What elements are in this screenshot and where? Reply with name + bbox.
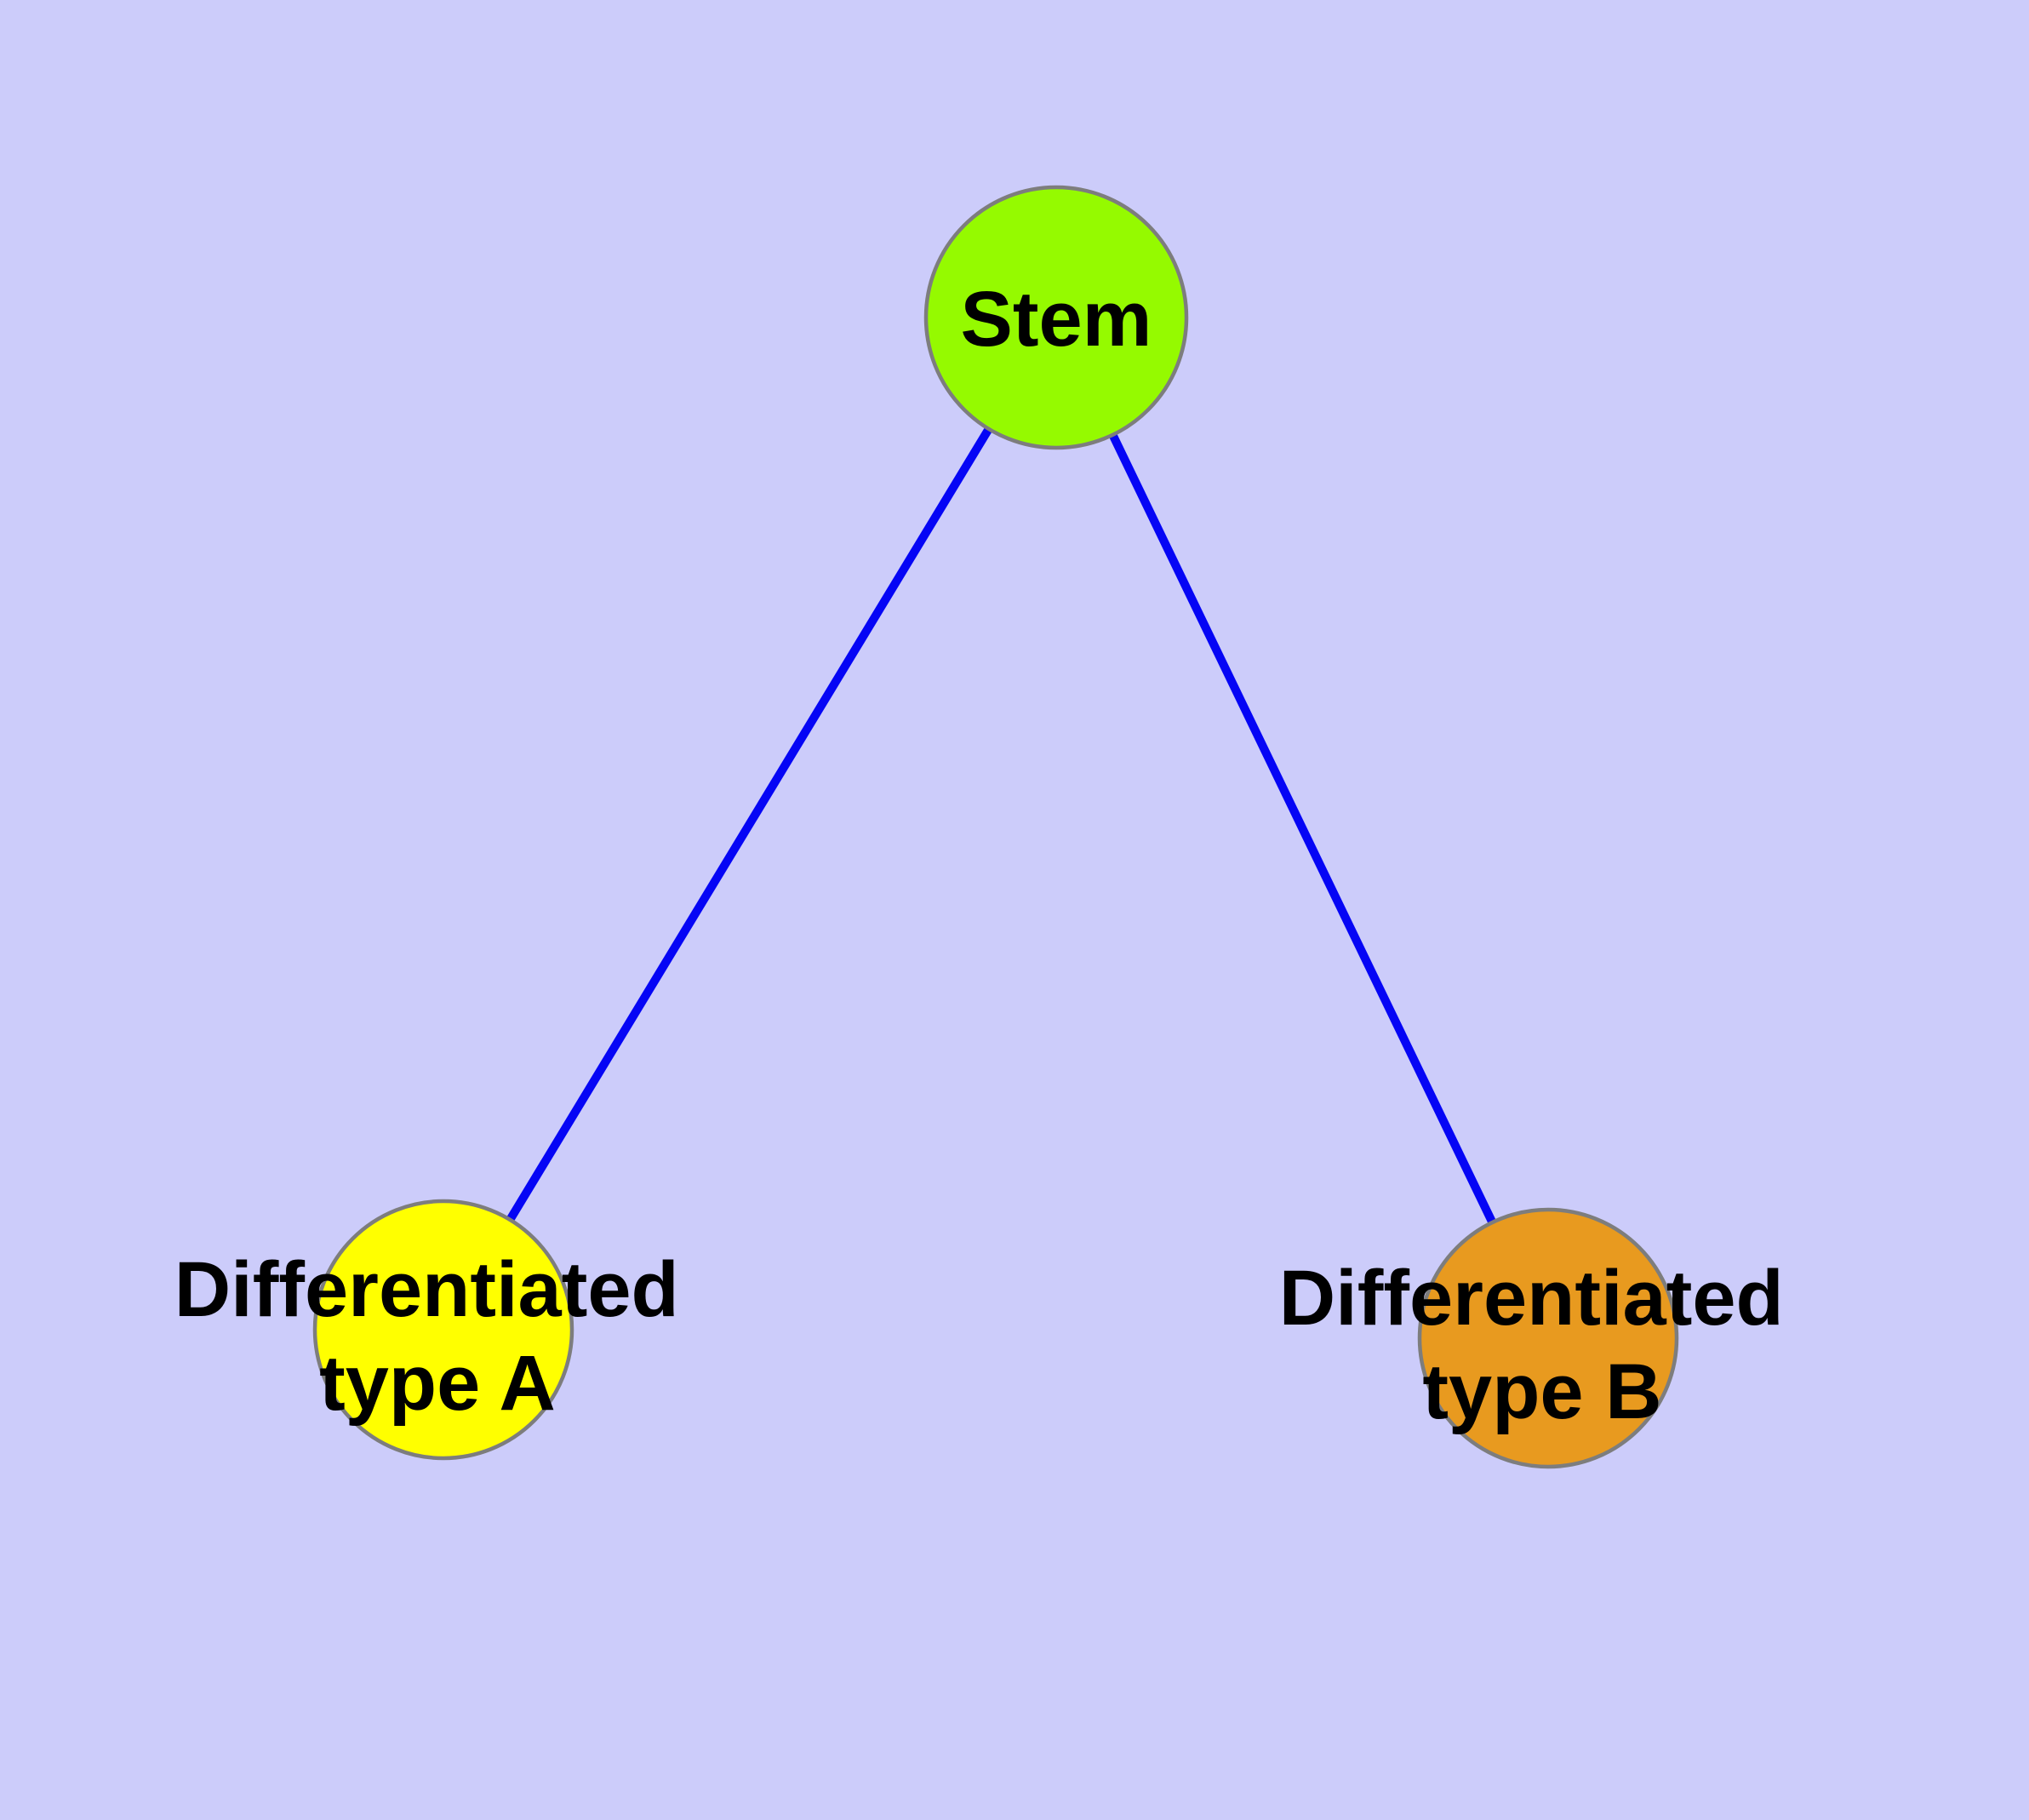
edge-stem-to-type-a: [439, 315, 1060, 1332]
node-stem-circle: [923, 185, 1189, 450]
node-type-a-label-line2: type A: [319, 1340, 556, 1427]
node-type-b-label-line1: Differentiated: [1279, 1255, 1784, 1342]
node-type-b-circle: [1417, 1207, 1679, 1469]
node-type-a-circle: [312, 1199, 574, 1461]
node-type-a-label-line1: Differentiated: [174, 1246, 679, 1333]
node-type-b-label: Differentiated type B: [1279, 1255, 1806, 1435]
node-type-a-label: Differentiated type A: [174, 1246, 701, 1427]
edge-stem-to-type-b: [1052, 315, 1552, 1341]
node-stem-label: Stem: [961, 276, 1152, 363]
node-type-b-label-line2: type B: [1422, 1348, 1661, 1435]
